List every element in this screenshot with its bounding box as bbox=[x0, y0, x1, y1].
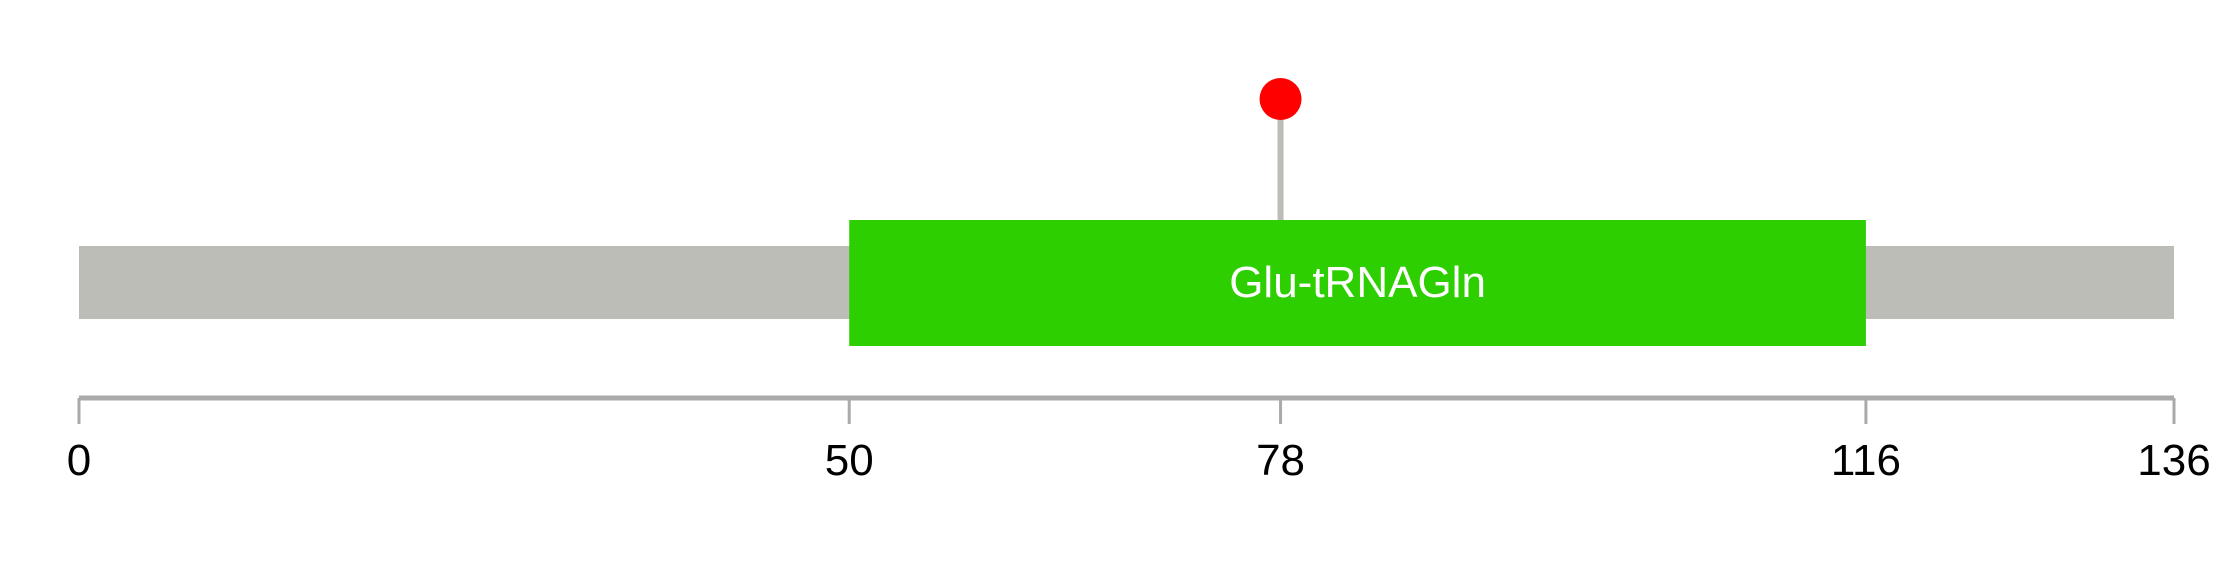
domain-box bbox=[849, 220, 1866, 346]
axis-tick-label: 78 bbox=[1256, 436, 1305, 485]
domain-label: Glu-tRNAGln bbox=[1229, 258, 1486, 307]
axis-tick-label: 136 bbox=[2137, 436, 2210, 485]
mutation-marker bbox=[1259, 78, 1302, 120]
axis-tick-label: 0 bbox=[67, 436, 91, 485]
axis-tick-label: 50 bbox=[825, 436, 874, 485]
axis-tick-label: 116 bbox=[1831, 436, 1901, 485]
